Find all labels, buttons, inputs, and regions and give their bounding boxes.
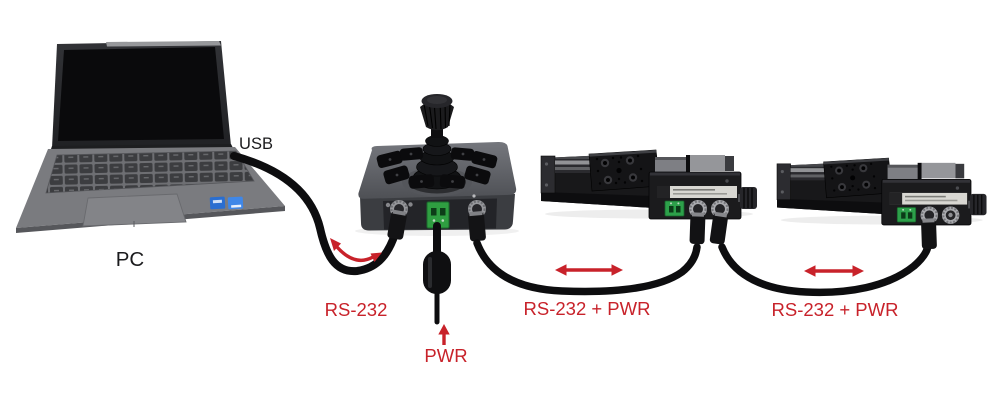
cable-plug: [689, 212, 706, 245]
laptop-keyboard: [45, 150, 255, 194]
linear-stage-1: [539, 148, 759, 221]
pc-label: PC: [116, 248, 145, 271]
joystick-buttons: [376, 147, 498, 189]
pc-laptop: [16, 41, 285, 233]
power-terminal: [426, 201, 450, 229]
travel-arrow-icon: [804, 265, 864, 277]
intel-sticker: [227, 196, 244, 210]
stage2-link-label: RS-232 + PWR: [772, 299, 899, 320]
joystick-controller: [355, 94, 519, 236]
usb-cable: [230, 152, 399, 276]
power-cable: [423, 222, 451, 325]
rs232-label: RS-232: [325, 299, 388, 320]
intel-sticker: [209, 196, 226, 210]
ferrite-bead: [423, 251, 451, 294]
stage1-link-label: RS-232 + PWR: [524, 298, 651, 319]
trackpad: [82, 193, 187, 227]
cable-plug: [709, 211, 728, 245]
link-cable-2: [718, 242, 932, 297]
linear-stage-2: [775, 156, 988, 226]
empty-connector-pin: [948, 212, 953, 218]
link-cable-1: [473, 239, 701, 296]
swivel-arrow-icon: [330, 238, 382, 262]
pwr-label: PWR: [424, 345, 467, 366]
travel-arrow-icon: [555, 264, 623, 276]
pwr-arrow-icon: [438, 324, 450, 345]
cable-plug: [468, 210, 486, 242]
joystick-knob: [420, 94, 454, 131]
usb-label: USB: [239, 135, 273, 153]
cable-plug: [387, 209, 407, 240]
cable-plug: [921, 218, 937, 250]
laptop-screen: [58, 47, 224, 141]
